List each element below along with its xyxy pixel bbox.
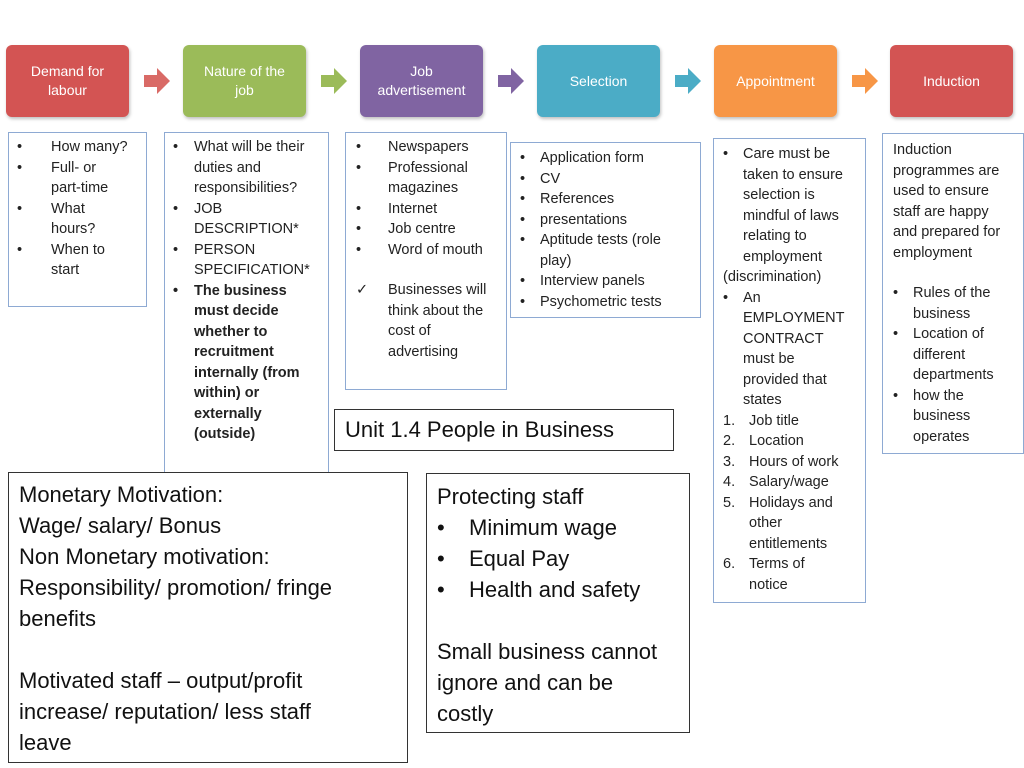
right-arrow-icon [498, 68, 524, 94]
check-mark-icon: ✓ [356, 282, 369, 298]
bullet-icon: • [173, 241, 179, 258]
bullet-icon: • [356, 241, 362, 258]
numbered-item: 3.Hours of work [723, 453, 839, 470]
nature-details-box: •What will be their duties and responsib… [164, 132, 329, 473]
step-selection: Selection [537, 45, 660, 117]
bullet-icon: • [893, 285, 899, 301]
right-arrow-icon [144, 68, 170, 94]
list-item: •Professional magazines [356, 159, 468, 197]
step-label: Job advertisement [377, 63, 466, 98]
bullet-icon: • [17, 200, 23, 217]
unit-title: Unit 1.4 People in Business [334, 409, 674, 451]
step-label: Demand for labour [30, 63, 105, 98]
bullet-icon: • [356, 139, 362, 155]
bullet-icon: • [520, 293, 526, 310]
bullet-icon: • [437, 515, 445, 540]
bullet-icon: • [520, 232, 526, 248]
step-label: Induction [923, 72, 980, 89]
list-item-continuation: (discrimination) [723, 269, 822, 285]
bullet-icon: • [520, 191, 526, 207]
list-item: •When to start [17, 241, 105, 279]
right-arrow-icon [852, 68, 878, 94]
step-appointment: Appointment [714, 45, 837, 117]
motivation-box: Monetary Motivation: Wage/ salary/ Bonus… [8, 472, 408, 763]
list-item: •Word of mouth [356, 240, 502, 261]
bullet-icon: • [520, 150, 526, 166]
numbered-item: 1.Job title [723, 412, 799, 429]
list-item: •JOB DESCRIPTION* [173, 200, 299, 238]
numbered-item: 6.Terms of notice [723, 556, 805, 593]
step-nature-of-job: Nature of the job [183, 45, 306, 117]
list-item: •presentations [520, 210, 696, 231]
protecting-staff-footer: Small business cannot ignore and can be … [437, 639, 658, 726]
selection-details-box: •Application form •CV •References •prese… [510, 142, 701, 318]
list-item: •Equal Pay [437, 543, 679, 574]
bullet-icon: • [17, 241, 23, 258]
numbered-item: 2.Location [723, 433, 804, 449]
bullet-icon: • [173, 200, 179, 217]
numbered-item: 5.Holidays and other entitlements [723, 494, 833, 552]
list-item: •Interview panels [520, 271, 696, 292]
bullet-icon: • [173, 139, 179, 155]
advertisement-details-box: •Newspapers •Professional magazines •Int… [345, 132, 507, 390]
demand-details-box: •How many? •Full- or part-time •What hou… [8, 132, 147, 307]
list-item: •PERSON SPECIFICATION* [173, 241, 310, 279]
list-item: •References [520, 189, 696, 210]
protecting-staff-box: Protecting staff •Minimum wage •Equal Pa… [426, 473, 690, 733]
list-item: •Application form [520, 148, 696, 169]
bullet-icon: • [356, 221, 362, 237]
protecting-staff-heading: Protecting staff [437, 484, 584, 509]
numbered-item: 4.Salary/wage [723, 474, 829, 490]
list-item: •Full- or part-time [17, 159, 109, 197]
right-arrow-icon [321, 68, 347, 94]
list-item: •Psychometric tests [520, 292, 696, 313]
list-item: •What hours? [17, 200, 96, 238]
list-item: •Internet [356, 199, 502, 220]
bullet-icon: • [520, 211, 526, 228]
list-item: •What will be their duties and responsib… [173, 139, 305, 196]
list-item: •CV [520, 169, 696, 190]
bullet-icon: • [723, 146, 729, 162]
step-job-advertisement: Job advertisement [360, 45, 483, 117]
list-item: • how the business operates [893, 387, 971, 445]
list-item: •How many? [17, 137, 142, 158]
bullet-icon: • [173, 282, 179, 299]
list-item: •Health and safety [437, 574, 679, 605]
bullet-icon: • [356, 200, 362, 217]
list-item: •Location of different departments [893, 326, 994, 383]
bullet-icon: • [17, 159, 23, 176]
right-arrow-icon [675, 68, 701, 94]
step-label: Nature of the job [204, 63, 285, 98]
bullet-icon: • [893, 387, 899, 404]
induction-details-box: Induction programmes are used to ensure … [882, 133, 1024, 454]
bullet-icon: • [356, 159, 362, 176]
list-item: •Care must be taken to ensure selection … [723, 146, 843, 265]
bullet-icon: • [437, 577, 445, 602]
bullet-icon: • [520, 273, 526, 289]
step-label: Selection [569, 72, 628, 89]
list-item: •An EMPLOYMENT CONTRACT must be provided… [723, 289, 845, 409]
step-demand-for-labour: Demand for labour [6, 45, 129, 117]
bullet-icon: • [437, 546, 445, 571]
list-item: •Rules of the business [893, 285, 991, 322]
list-item: •The business must decide whether to rec… [173, 282, 300, 443]
list-item: ✓Businesses will think about the cost of… [356, 282, 487, 360]
step-label: Appointment [736, 72, 815, 89]
appointment-details-box: •Care must be taken to ensure selection … [713, 138, 866, 603]
bullet-icon: • [520, 170, 526, 187]
bullet-icon: • [893, 326, 899, 342]
list-item: •Aptitude tests (role play) [520, 232, 661, 269]
bullet-icon: • [17, 139, 23, 155]
list-item: •Newspapers [356, 137, 502, 158]
list-item: •Minimum wage [437, 512, 679, 543]
bullet-icon: • [723, 289, 729, 306]
list-item: •Job centre [356, 219, 502, 240]
induction-intro: Induction programmes are used to ensure … [893, 142, 1001, 261]
step-induction: Induction [890, 45, 1013, 117]
